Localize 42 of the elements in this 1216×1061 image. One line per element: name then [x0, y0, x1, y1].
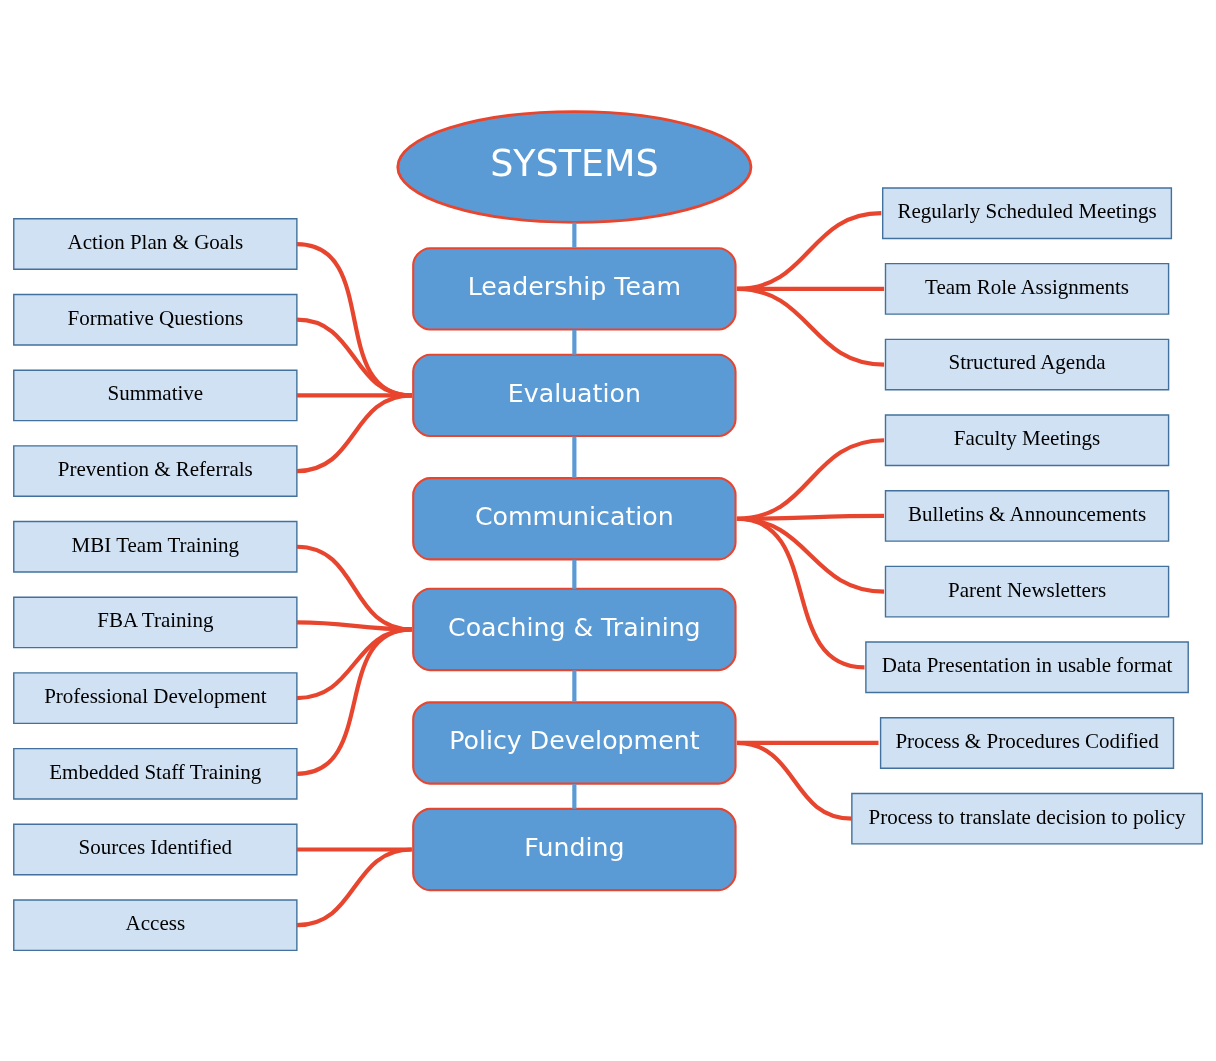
node-box: Team Role Assignments — [884, 262, 1170, 315]
connector — [572, 329, 577, 355]
node-box: Regularly Scheduled Meetings — [882, 186, 1173, 239]
node-box: Evaluation — [412, 353, 737, 437]
node-box: Parent Newsletters — [884, 565, 1170, 618]
connector — [572, 559, 577, 589]
connector — [296, 317, 412, 397]
node-box: Embedded Staff Training — [13, 747, 298, 800]
connector — [572, 783, 577, 809]
node-box: Coaching & Training — [412, 587, 737, 671]
connector — [572, 222, 577, 248]
node-box: Process to translate decision to policy — [851, 792, 1203, 845]
node-box: Funding — [412, 807, 737, 891]
node-box: Bulletins & Announcements — [884, 489, 1170, 542]
connector — [296, 626, 413, 776]
node-box: Professional Development — [13, 671, 298, 724]
node-box: FBA Training — [13, 596, 298, 648]
node-box: Leadership Team — [412, 246, 737, 331]
node-box: Formative Questions — [13, 293, 298, 346]
node-box: Access — [13, 898, 298, 951]
node-box: Structured Agenda — [884, 338, 1170, 390]
node-ellipse: SYSTEMS — [396, 109, 753, 224]
node-box: MBI Team Training — [13, 520, 298, 573]
connector — [296, 392, 412, 473]
connector — [296, 619, 412, 632]
connector — [296, 846, 412, 852]
connector — [736, 516, 865, 669]
connector — [736, 740, 853, 821]
connector — [296, 392, 412, 397]
connector — [736, 286, 885, 367]
node-box: Faculty Meetings — [884, 413, 1170, 466]
connector — [572, 436, 577, 478]
node-box: Communication — [412, 476, 737, 560]
node-box: Prevention & Referrals — [13, 444, 298, 497]
node-box: Policy Development — [412, 700, 737, 785]
node-box: Sources Identified — [13, 823, 298, 875]
node-box: Action Plan & Goals — [13, 217, 298, 270]
node-box: Data Presentation in usable format — [865, 640, 1189, 693]
connector — [572, 669, 577, 702]
node-box: Summative — [13, 369, 298, 421]
connector — [296, 846, 412, 927]
node-box: Process & Procedures Codified — [879, 716, 1175, 769]
